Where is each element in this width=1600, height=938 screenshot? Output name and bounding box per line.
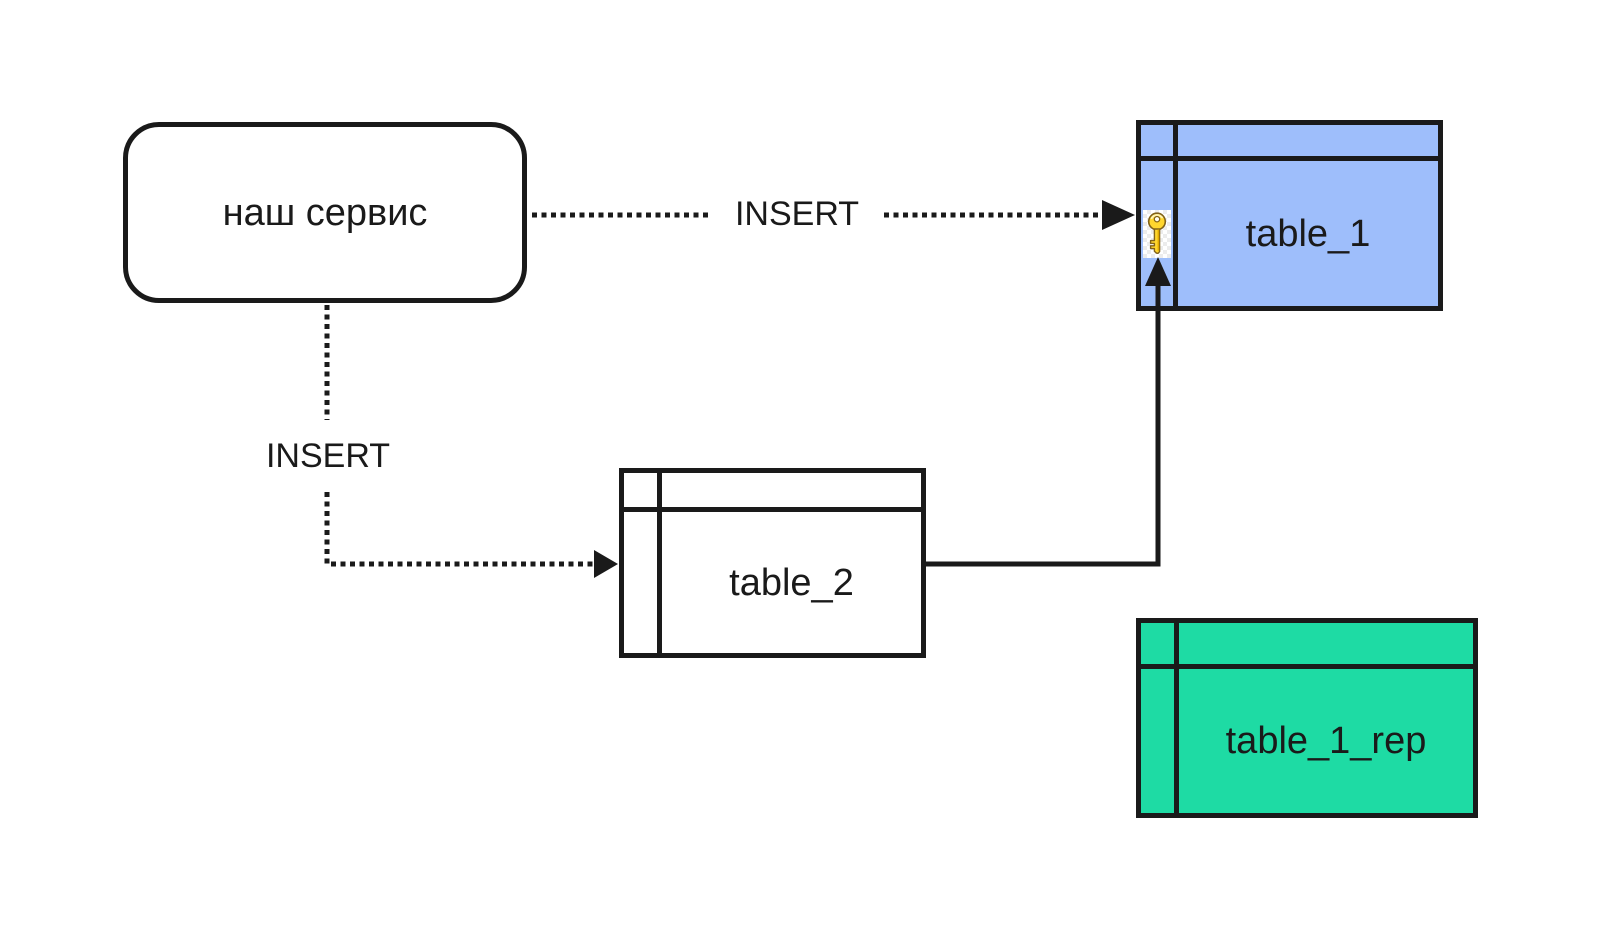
insert-arrow-service-to-table2-segment-b bbox=[324, 492, 594, 567]
key-icon bbox=[1147, 212, 1167, 255]
insert-arrow-service-to-table2-arrowhead bbox=[594, 550, 618, 578]
table-1-column-divider bbox=[1173, 125, 1178, 306]
table-2-label: table_2 bbox=[729, 561, 854, 604]
table-1-rep-node: table_1_rep bbox=[1136, 618, 1478, 818]
insert-arrow-service-to-table1-arrowhead bbox=[1102, 200, 1135, 230]
arrow-table2-to-table1 bbox=[923, 285, 1161, 567]
table-2-node: table_2 bbox=[619, 468, 926, 658]
insert-label-vertical: INSERT bbox=[265, 437, 391, 475]
insert-label-horizontal: INSERT bbox=[734, 195, 860, 233]
table-1-header-divider bbox=[1141, 156, 1438, 161]
table-1-rep-header-divider bbox=[1141, 664, 1473, 669]
table-1-rep-column-divider bbox=[1174, 623, 1179, 813]
service-label: наш сервис bbox=[222, 191, 428, 234]
table-2-header-divider bbox=[624, 507, 921, 512]
table-2-column-divider bbox=[657, 473, 662, 653]
table-1-node: table_1 bbox=[1136, 120, 1443, 311]
table-1-rep-label: table_1_rep bbox=[1225, 720, 1427, 762]
primary-key-patch bbox=[1143, 210, 1171, 258]
table-1-label: table_1 bbox=[1245, 212, 1371, 255]
service-node: наш сервис bbox=[123, 122, 527, 303]
